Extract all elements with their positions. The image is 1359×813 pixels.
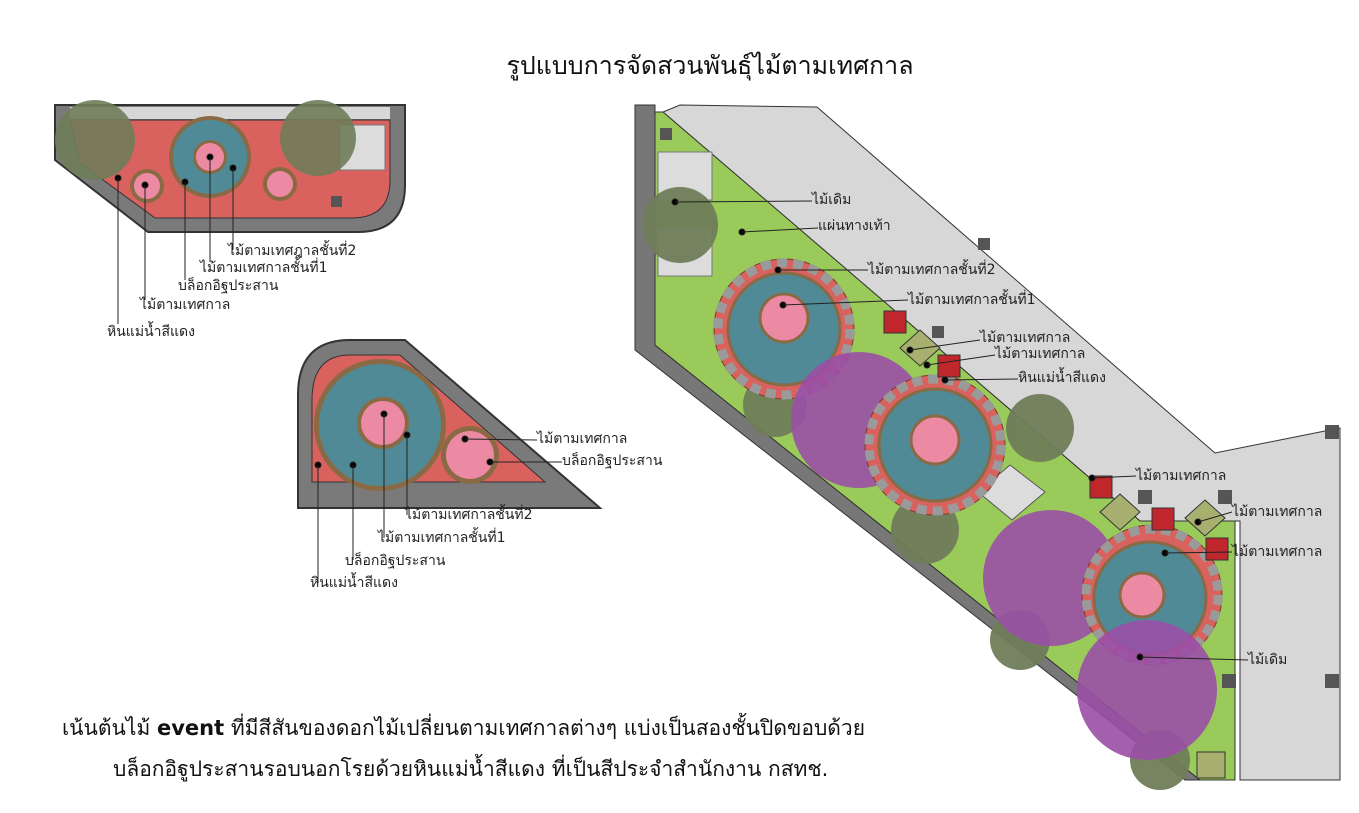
label-brick-block: บล็อกอิฐประสาน <box>178 278 279 294</box>
panel-a-plan <box>54 100 406 324</box>
label-existing-tree: ไม้เดิม <box>1248 652 1288 668</box>
label-seasonal-plant: ไม้ตามเทศกาล <box>1136 468 1227 484</box>
label-existing-tree: ไม้เดิม <box>812 192 852 208</box>
label-red-river-stone: หินแม่น้ำสีแดง <box>310 575 398 591</box>
label-seasonal-tier1: ไม้ตามเทศกาลชั้นที่1 <box>378 530 506 546</box>
panel-b-plan <box>297 339 603 583</box>
purple-tree-icon <box>1077 620 1217 760</box>
tree-icon <box>642 187 718 263</box>
seasonal-planter-boxes <box>883 310 1229 779</box>
description-line-2: บล็อกอิฐูประสานรอบนอกโรยด้วยหินแม่น้ำสีแ… <box>113 757 829 781</box>
label-seasonal-plant: ไม้ตามเทศกาล <box>1232 504 1323 520</box>
label-seasonal-plant: ไม้ตามเทศกาล <box>537 431 628 447</box>
label-red-river-stone: หินแม่น้ำสีแดง <box>1018 370 1106 386</box>
description-text: เน้นต้นไม้ <box>62 716 157 740</box>
tree-icon <box>1006 394 1074 462</box>
label-seasonal-plant: ไม้ตามเทศกาล <box>980 330 1071 346</box>
tree-icon <box>55 100 135 180</box>
description-emphasis: event <box>156 716 225 740</box>
label-seasonal-tier1: ไม้ตามเทศกาลชั้นที่1 <box>200 260 328 276</box>
description-line-1: เน้นต้นไม้ event ที่มีสีสันของดอกไม้เปลี… <box>62 712 865 745</box>
label-seasonal-tier2: ไม้ตามเทศกาลชั้นที่2 <box>868 262 996 278</box>
panel-c-plan <box>634 104 1359 790</box>
label-seasonal-plant: ไม้ตามเทศกาล <box>995 346 1086 362</box>
rosette-planters <box>713 258 1223 760</box>
page-title: รูปแบบการจัดสวนพันธุ์ไม้ตามเทศกาล <box>506 51 914 80</box>
label-brick-block: บล็อกอิฐประสาน <box>345 553 446 569</box>
tree-icon <box>280 100 356 176</box>
label-red-river-stone: หินแม่น้ำสีแดง <box>107 324 195 340</box>
label-seasonal-plant: ไม้ตามเทศกาล <box>140 297 231 313</box>
description-text: ที่มีสีสันของดอกไม้เปลี่ยนตามเทศกาลต่างๆ… <box>224 716 866 740</box>
label-seasonal-tier2: ไม้ตามเทศฎาลชั้นที่2 <box>228 243 357 259</box>
label-brick-block: บล็อกอิฐประสาน <box>562 453 663 469</box>
label-seasonal-tier1: ไม้ตามเทศกาลชั้นที่1 <box>908 292 1036 308</box>
label-paving-slab: แผ่นทางเท้า <box>818 218 891 234</box>
label-seasonal-tier2: ไม้ตามเทศกาลชั้นที่2 <box>405 507 533 523</box>
label-seasonal-plant: ไม้ตามเทศกาล <box>1232 544 1323 560</box>
